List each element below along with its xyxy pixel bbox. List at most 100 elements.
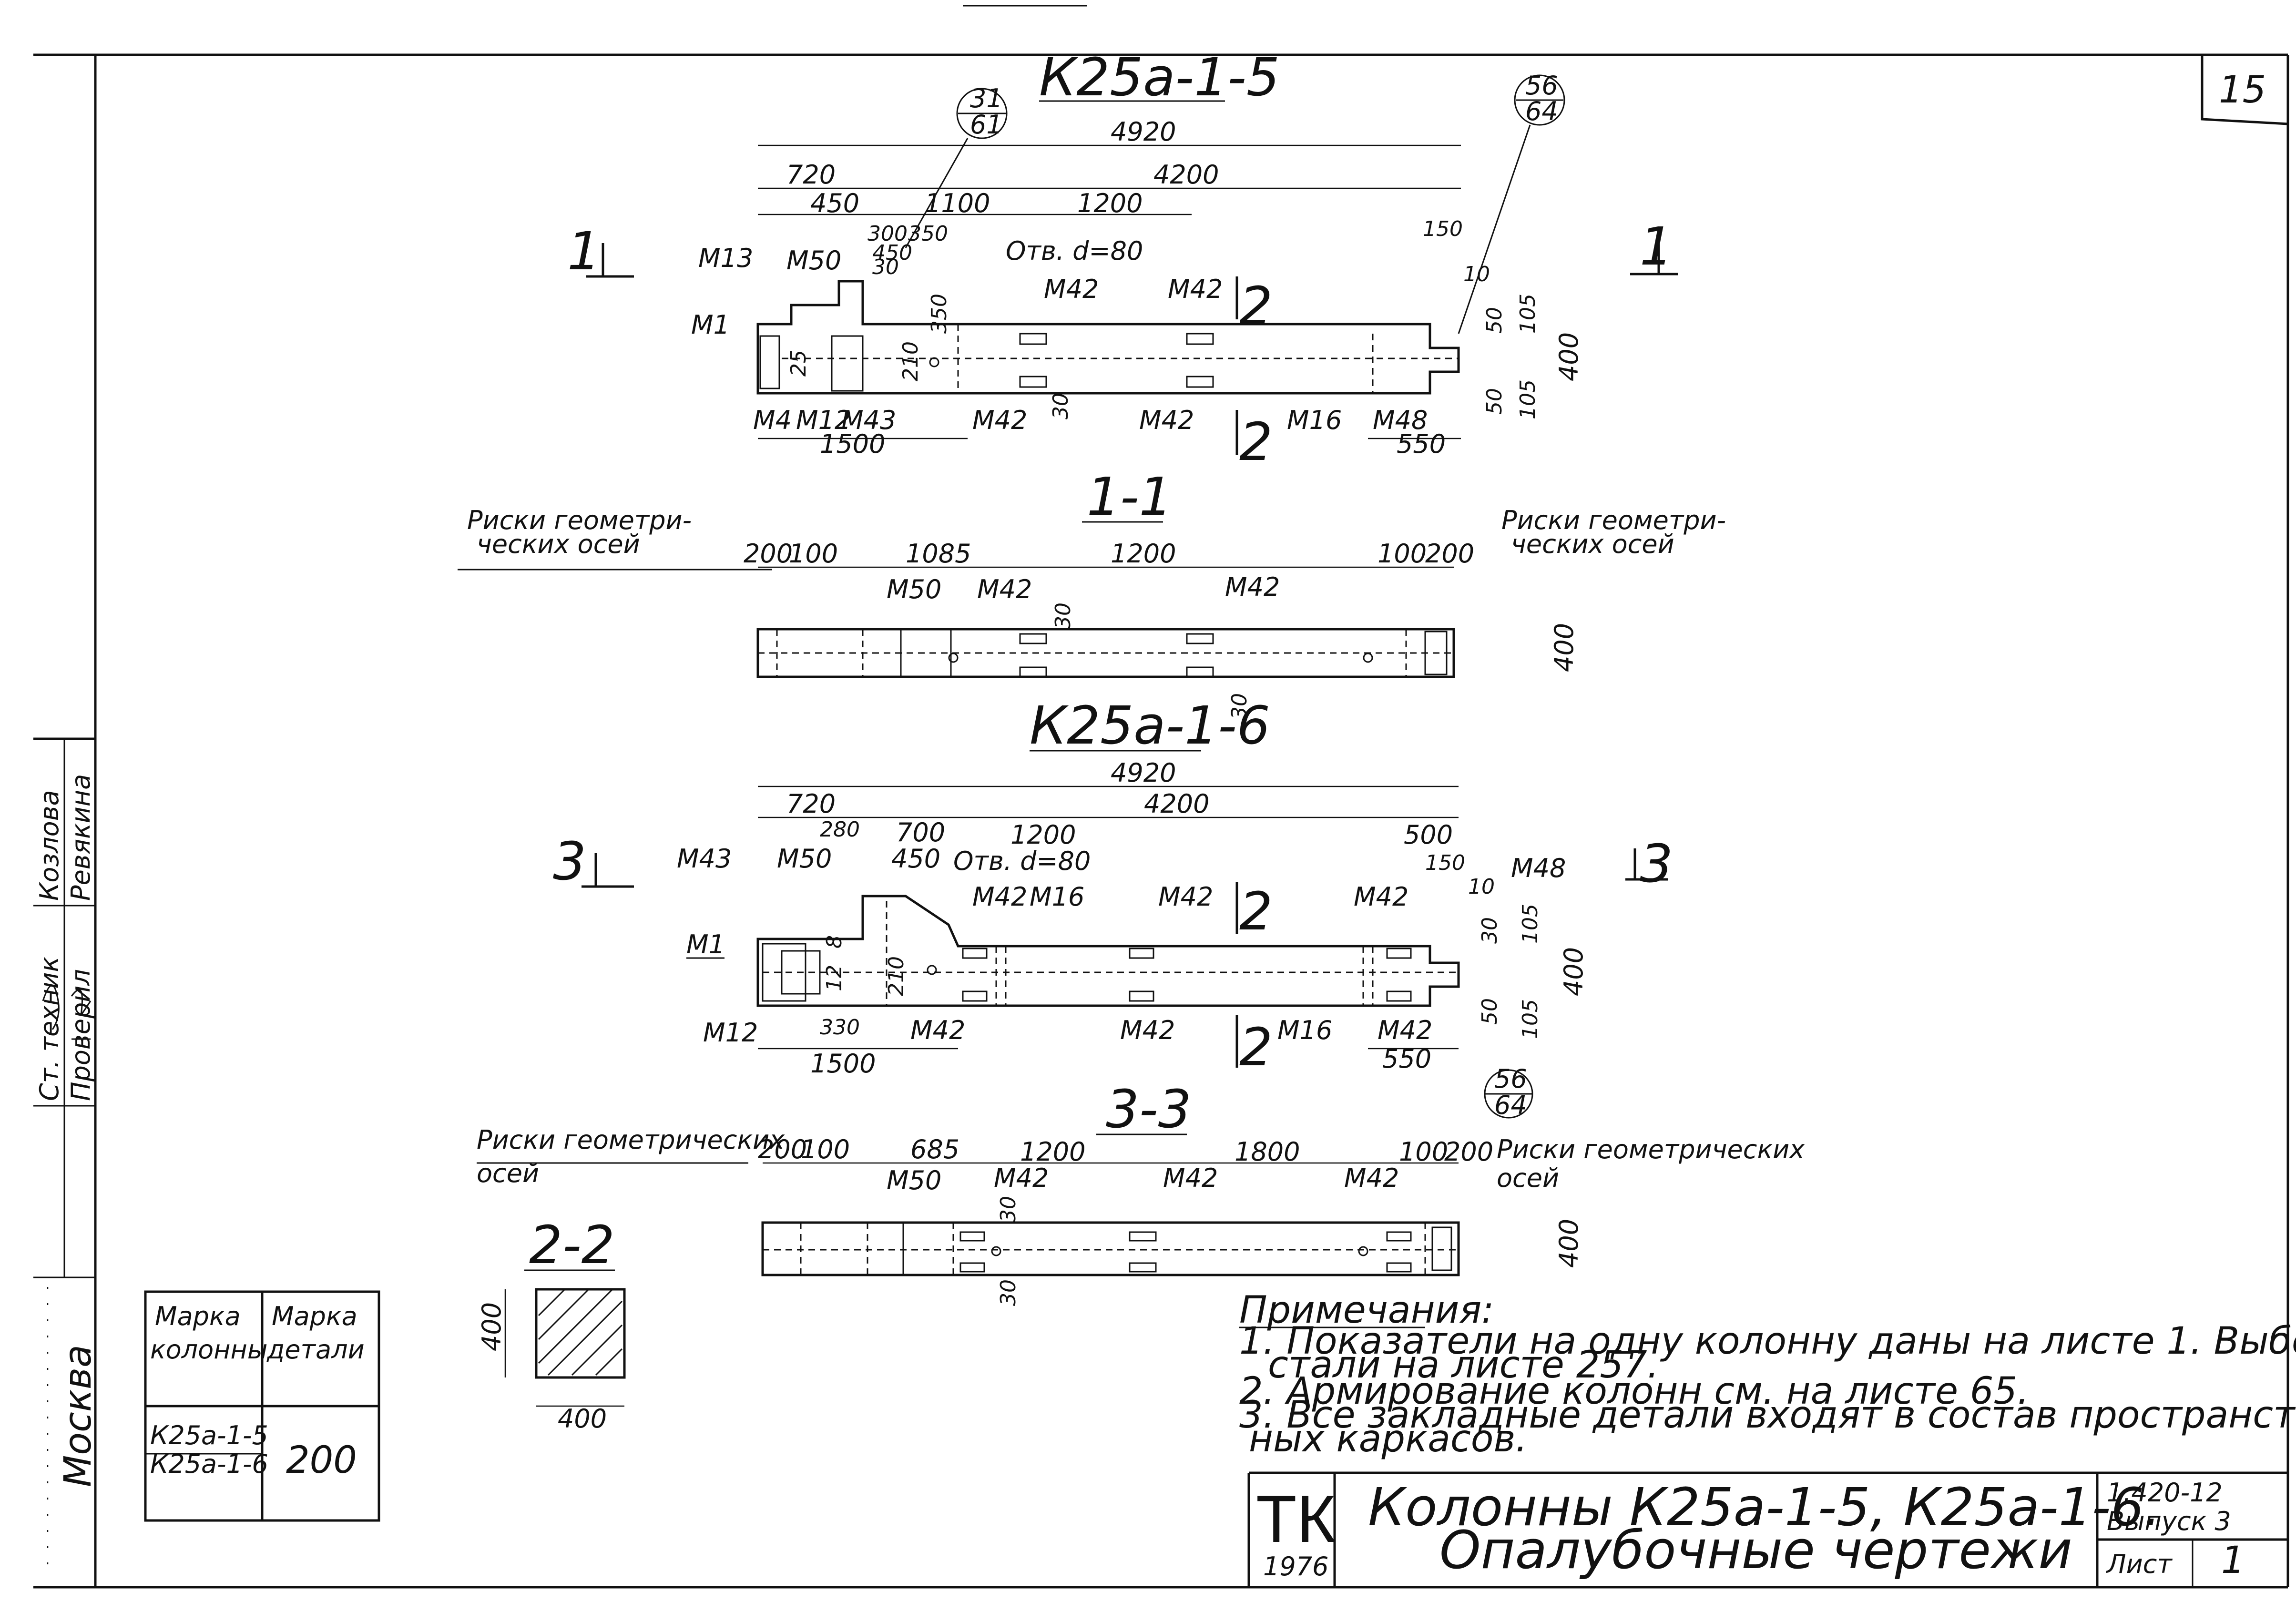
k16-callout-right: 56 64: [1484, 1064, 1533, 1120]
stamp-name-1: Козлова: [34, 790, 64, 901]
svg-text:М1: М1: [691, 310, 730, 340]
svg-text:350: 350: [908, 222, 948, 246]
svg-text:1-1: 1-1: [1087, 466, 1173, 527]
svg-text:М50: М50: [777, 844, 832, 874]
svg-text:М50: М50: [887, 574, 941, 604]
stamp-role-2: Проверил: [66, 969, 96, 1101]
svg-text:400: 400: [1549, 623, 1579, 672]
svg-text:150: 150: [1423, 217, 1463, 241]
svg-text:500: 500: [1404, 820, 1453, 850]
svg-text:1100: 1100: [925, 188, 990, 218]
svg-text:2: 2: [1239, 881, 1273, 942]
svg-text:400: 400: [1559, 947, 1589, 996]
svg-text:50: 50: [1478, 998, 1502, 1025]
svg-text:М42: М42: [972, 405, 1027, 435]
svg-text:ческих осей: ческих осей: [1511, 529, 1674, 559]
svg-text:30: 30: [1049, 393, 1073, 419]
svg-text:700: 700: [896, 817, 945, 847]
svg-text:М42: М42: [977, 574, 1032, 604]
svg-text:200: 200: [1425, 539, 1474, 569]
drawing-k15: К25а-1-5 31 61 56 64 4920 4200 720 450 1…: [567, 47, 1678, 472]
svg-text:1: 1: [1640, 216, 1673, 277]
svg-text:2-2: 2-2: [529, 1214, 615, 1275]
svg-text:М16: М16: [1287, 405, 1342, 435]
svg-text:М42: М42: [1168, 274, 1223, 304]
svg-text:100: 100: [789, 539, 838, 569]
svg-text:3: 3: [553, 831, 586, 892]
svg-text:Риски геометри-: Риски геометри-: [467, 505, 692, 535]
svg-text:4200: 4200: [1144, 789, 1209, 819]
svg-text:450: 450: [872, 241, 912, 265]
svg-text:64: 64: [1494, 1090, 1527, 1120]
svg-text:1200: 1200: [1020, 1137, 1085, 1167]
svg-text:осей: осей: [1497, 1163, 1559, 1193]
svg-text:4200: 4200: [1153, 160, 1219, 190]
svg-text:720: 720: [786, 160, 836, 190]
svg-text:М48: М48: [1373, 405, 1428, 435]
svg-text:64: 64: [1525, 96, 1558, 126]
section-2-2: 2-2 400 400: [477, 1214, 626, 1434]
svg-text:200: 200: [744, 539, 793, 569]
svg-text:ческих осей: ческих осей: [477, 529, 640, 559]
svg-text:М42: М42: [1225, 572, 1280, 602]
svg-text:М50: М50: [786, 245, 841, 275]
svg-text:30: 30: [996, 1196, 1020, 1223]
svg-text:М43: М43: [841, 405, 896, 435]
svg-text:Лист: Лист: [2106, 1549, 2173, 1579]
org-mark: ТК: [1256, 1481, 1336, 1556]
svg-text:Марка: Марка: [155, 1301, 241, 1331]
svg-text:М48: М48: [1511, 853, 1566, 883]
stamp-year: 1976: [1263, 1551, 1328, 1581]
svg-text:550: 550: [1382, 1044, 1431, 1074]
svg-text:М12: М12: [703, 1018, 758, 1048]
svg-text:М42: М42: [1354, 882, 1408, 912]
svg-text:колонны: колонны: [150, 1335, 267, 1365]
svg-text:10: 10: [1463, 262, 1490, 286]
svg-text:210: 210: [898, 341, 923, 381]
svg-text:М42: М42: [1139, 405, 1194, 435]
svg-text:М16: М16: [1030, 882, 1084, 912]
svg-text:50: 50: [1482, 307, 1507, 334]
notes-title: Примечания:: [1239, 1289, 1494, 1332]
svg-text:стали на листе 257.: стали на листе 257.: [1268, 1344, 1659, 1387]
svg-text:1. Показатели на одну колонну: 1. Показатели на одну колонну даны на ли…: [1239, 1320, 2296, 1363]
svg-text:1500: 1500: [810, 1049, 876, 1079]
svg-text:К25а-1-5: К25а-1-5: [150, 1420, 268, 1450]
svg-text:30: 30: [996, 1279, 1020, 1306]
svg-text:Риски геометри-: Риски геометри-: [1501, 505, 1726, 535]
sheet-number: 15: [2219, 69, 2266, 112]
svg-text:30: 30: [872, 255, 899, 279]
svg-text:1200: 1200: [1111, 539, 1176, 569]
svg-text:685: 685: [910, 1134, 959, 1164]
svg-text:25: 25: [786, 350, 811, 377]
title-block: ТК 1976 Колонны К25а-1-5, К25а-1-6. Опал…: [1247, 1471, 2288, 1587]
svg-text:210: 210: [884, 956, 908, 996]
svg-text:2: 2: [1239, 275, 1273, 337]
svg-text:1200: 1200: [1010, 820, 1076, 850]
svg-text:М42: М42: [1378, 1015, 1432, 1045]
svg-text:3: 3: [1640, 833, 1673, 894]
svg-text:2. Армирование колонн см. на л: 2. Армирование колонн см. на листе 65.: [1239, 1370, 2029, 1413]
svg-text:100: 100: [1378, 539, 1427, 569]
svg-text:Отв. d=80: Отв. d=80: [1006, 236, 1143, 266]
svg-text:М42: М42: [1120, 1015, 1175, 1045]
section-3-3: 3-3 Риски геометрических осей Риски геом…: [477, 1079, 1805, 1306]
svg-text:100: 100: [1399, 1137, 1448, 1167]
svg-text:3-3: 3-3: [1106, 1079, 1192, 1140]
svg-text:Риски геометрических: Риски геометрических: [1497, 1134, 1805, 1164]
k15-callout-left: 31 61: [905, 83, 1008, 248]
svg-text:56: 56: [1494, 1064, 1527, 1094]
svg-text:3. Все закладные детали входят: 3. Все закладные детали входят в состав …: [1239, 1394, 2296, 1437]
svg-text:56: 56: [1525, 71, 1558, 101]
svg-text:М42: М42: [972, 882, 1027, 912]
svg-text:К25а-1-6: К25а-1-6: [1030, 695, 1270, 756]
svg-text:8: 8: [822, 935, 847, 949]
mark-table: Марка колонны Марка детали К25а-1-5 К25а…: [144, 1290, 380, 1522]
notes-block: Примечания: 1. Показатели на одну колонн…: [1239, 1289, 2296, 1460]
svg-text:400: 400: [558, 1404, 607, 1434]
svg-text:М42: М42: [1344, 1163, 1399, 1193]
svg-text:300: 300: [867, 222, 908, 246]
svg-text:280: 280: [820, 817, 860, 842]
sheet-frame: [33, 5, 2289, 1589]
